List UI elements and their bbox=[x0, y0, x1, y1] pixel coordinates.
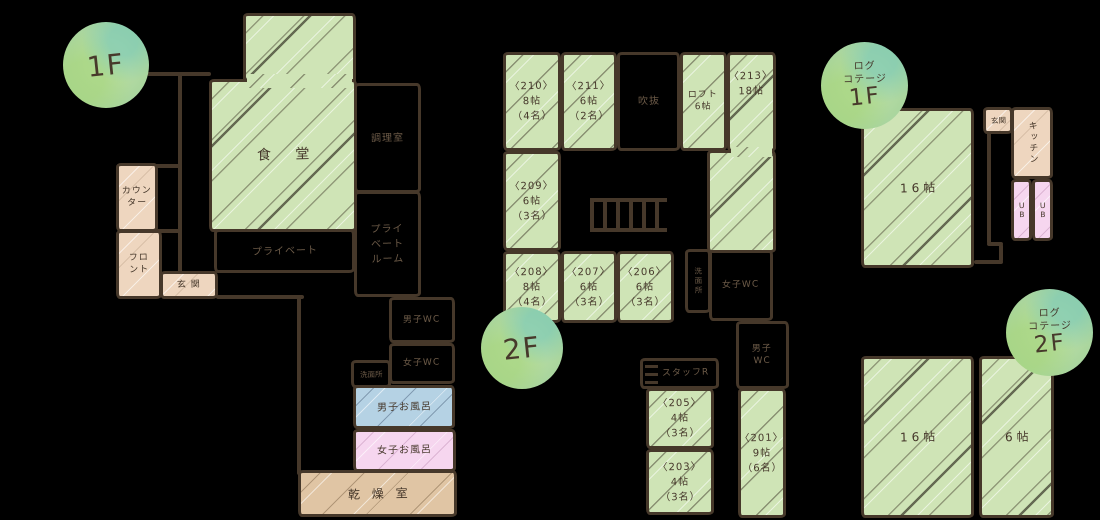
room-washroom-1f: 洗面所 bbox=[351, 360, 391, 388]
room-mens-wc-1f-label: 男子WC bbox=[403, 314, 441, 326]
room-dining-label: 食 堂 bbox=[256, 146, 320, 164]
room-210-label: 〈210〉 8帖 （4名） bbox=[509, 80, 554, 123]
wall-segment bbox=[999, 244, 1003, 262]
room-washroom-1f-label: 洗面所 bbox=[359, 369, 383, 379]
room-womens-wc-2f: 女子WC bbox=[709, 249, 773, 321]
floor-badge-1f: 1F bbox=[63, 22, 149, 108]
room-cottage-main-1f: 16帖 bbox=[861, 108, 974, 268]
room-cottage-main-1f-label: 16帖 bbox=[899, 180, 940, 196]
room-staff-label: スタッフR bbox=[661, 367, 710, 380]
room-atrium-label: 吹抜 bbox=[637, 95, 660, 108]
room-private-room: プライ ベート ルーム bbox=[354, 191, 421, 297]
room-kitchen-label: 調理室 bbox=[370, 132, 405, 144]
room-213-extension bbox=[707, 150, 776, 253]
room-213-join bbox=[731, 147, 772, 157]
floor-badge-cottage-2f-building: ログ コテージ bbox=[1027, 307, 1072, 333]
room-loft: ロフト 6帖 bbox=[680, 52, 727, 151]
floor-badge-cottage-2f: ログ コテージ 2F bbox=[1006, 289, 1093, 376]
room-womens-bath: 女子お風呂 bbox=[353, 429, 456, 472]
room-mens-bath: 男子お風呂 bbox=[353, 385, 455, 429]
room-counter: カウン ター bbox=[116, 163, 158, 232]
room-208-label: 〈208〉 8帖 （4名） bbox=[509, 265, 554, 309]
room-cottage-16-2f-label: 16帖 bbox=[899, 429, 940, 445]
room-211: 〈211〉 6帖 （2名） bbox=[561, 52, 617, 151]
room-front-desk: フロ ント bbox=[116, 230, 162, 299]
floor-badge-cottage-1f-building: ログ コテージ bbox=[842, 60, 887, 86]
room-womens-bath-label: 女子お風呂 bbox=[376, 444, 433, 457]
room-213-label: 〈213〉 18帖 bbox=[729, 70, 774, 98]
room-cottage-entrance: 玄関 bbox=[983, 107, 1013, 134]
room-womens-wc-1f-label: 女子WC bbox=[403, 357, 441, 369]
room-front-desk-label: フロ ント bbox=[128, 253, 150, 276]
room-cottage-6-2f: 6帖 bbox=[979, 356, 1054, 518]
room-drying: 乾 燥 室 bbox=[298, 470, 457, 517]
room-203: 〈203〉 4帖 （3名） bbox=[646, 449, 714, 515]
room-201: 〈201〉 9帖 （6名） bbox=[738, 388, 786, 518]
room-counter-label: カウン ター bbox=[121, 185, 152, 209]
floor-badge-cottage-1f-label: 1F bbox=[847, 82, 882, 112]
wall-segment bbox=[987, 242, 1003, 246]
room-cottage-entrance-label: 玄関 bbox=[990, 115, 1006, 126]
room-cottage-16-2f: 16帖 bbox=[861, 356, 974, 518]
room-kitchen: 調理室 bbox=[354, 83, 421, 193]
wall-segment bbox=[216, 295, 304, 299]
staff-ladder bbox=[645, 363, 658, 384]
room-cottage-kitchen: キッチン bbox=[1011, 107, 1053, 179]
room-mens-wc-2f-label: 男子 WC bbox=[752, 343, 773, 367]
room-entrance-1f: 玄 関 bbox=[160, 271, 218, 299]
room-private-room-label: プライ ベート ルーム bbox=[370, 223, 405, 265]
room-209: 〈209〉 6帖 （3名） bbox=[503, 151, 561, 251]
room-207: 〈207〉 6帖 （3名） bbox=[561, 251, 617, 323]
room-203-label: 〈203〉 4帖 （3名） bbox=[657, 460, 702, 504]
room-dining: 食 堂 bbox=[209, 79, 357, 232]
wall-segment bbox=[178, 72, 182, 274]
room-atrium: 吹抜 bbox=[617, 52, 680, 151]
room-mens-wc-2f: 男子 WC bbox=[736, 321, 789, 389]
wall-segment bbox=[987, 132, 991, 244]
room-womens-wc-1f: 女子WC bbox=[389, 343, 455, 384]
room-cottage-6-2f-label: 6帖 bbox=[1004, 429, 1033, 445]
room-private-label: プライベート bbox=[251, 244, 318, 258]
room-213: 〈213〉 18帖 bbox=[727, 52, 776, 152]
floor-badge-2f: 2F bbox=[481, 307, 563, 389]
room-206-label: 〈206〉 6帖 （3名） bbox=[622, 265, 668, 309]
room-cottage-ub-left-label: U B bbox=[1018, 200, 1025, 220]
room-cottage-ub-left: U B bbox=[1011, 179, 1032, 241]
floor-badge-2f-label: 2F bbox=[501, 329, 543, 367]
stairs bbox=[590, 198, 667, 232]
room-private: プライベート bbox=[214, 229, 355, 273]
room-cottage-ub-right-label: U B bbox=[1039, 200, 1046, 220]
room-205: 〈205〉 4帖 （3名） bbox=[646, 388, 714, 449]
room-washroom-2f-label: 洗面所 bbox=[693, 266, 703, 296]
room-drying-label: 乾 燥 室 bbox=[347, 485, 412, 502]
wall-segment bbox=[297, 295, 301, 475]
room-mens-bath-label: 男子お風呂 bbox=[376, 400, 432, 414]
room-205-label: 〈205〉 4帖 （3名） bbox=[657, 397, 702, 440]
floor-badge-1f-label: 1F bbox=[85, 46, 127, 84]
room-201-label: 〈201〉 9帖 （6名） bbox=[739, 431, 784, 475]
room-mens-wc-1f: 男子WC bbox=[389, 297, 455, 343]
floor-badge-cottage-2f-label: 2F bbox=[1032, 329, 1067, 359]
floor-badge-cottage-1f: ログ コテージ 1F bbox=[821, 42, 908, 129]
room-209-label: 〈209〉 6帖 （3名） bbox=[509, 179, 554, 223]
room-cottage-kitchen-label: キッチン bbox=[1026, 120, 1038, 166]
room-washroom-2f: 洗面所 bbox=[685, 249, 711, 313]
wall-segment bbox=[155, 164, 181, 168]
room-210: 〈210〉 8帖 （4名） bbox=[503, 52, 561, 151]
room-dining-upper bbox=[243, 13, 356, 85]
room-206: 〈206〉 6帖 （3名） bbox=[617, 251, 674, 323]
room-dining-join bbox=[247, 74, 352, 88]
room-womens-wc-2f-label: 女子WC bbox=[722, 279, 760, 291]
room-loft-label: ロフト 6帖 bbox=[688, 89, 719, 113]
wall-segment bbox=[155, 229, 181, 233]
wall-segment bbox=[974, 260, 1003, 264]
room-211-label: 〈211〉 6帖 （2名） bbox=[566, 80, 611, 123]
room-207-label: 〈207〉 6帖 （3名） bbox=[566, 265, 611, 309]
room-entrance-1f-label: 玄 関 bbox=[176, 279, 202, 291]
room-cottage-ub-right: U B bbox=[1032, 179, 1053, 241]
